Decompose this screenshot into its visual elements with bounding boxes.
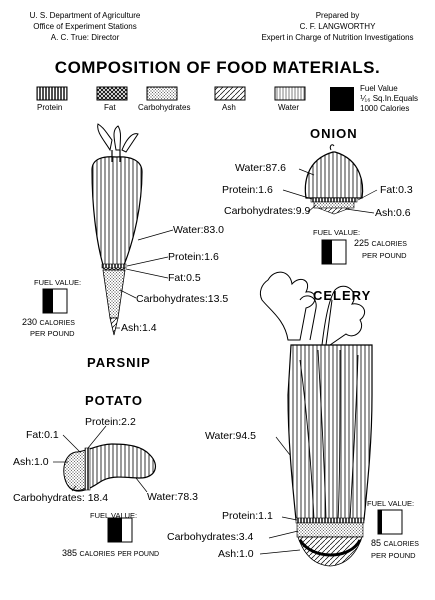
onion-water-label: Water:87.6	[235, 162, 286, 174]
legend-ash-label: Ash	[222, 103, 236, 112]
parsnip-water-label: Water:83.0	[173, 224, 224, 236]
header-left: U. S. Department of Agriculture Office o…	[10, 10, 160, 43]
parsnip-fat-label: Fat:0.5	[168, 272, 201, 284]
potato-water-label: Water:78.3	[147, 491, 198, 503]
onion-fuel-value: 225 CALORIES	[354, 238, 407, 248]
onion-illustration	[304, 144, 364, 215]
header-prepared-by: Prepared by	[315, 11, 360, 20]
onion-fat-label: Fat:0.3	[380, 184, 413, 196]
potato-fuel-value: 385 CALORIES PER POUND	[62, 548, 160, 558]
header-right: Prepared by C. F. LANGWORTHY Expert in C…	[245, 10, 430, 43]
legend-swatches	[36, 86, 354, 111]
celery-water-label: Water:94.5	[205, 430, 256, 442]
legend-fuel-note-line3: 1000 Calories	[360, 104, 410, 113]
legend-protein-swatch	[36, 86, 68, 101]
onion-fuel-per-pound: PER POUND	[362, 251, 407, 260]
potato-carbs-label: Carbohydrates: 18.4	[13, 492, 109, 504]
potato-ash-label: Ash:1.0	[13, 456, 49, 468]
parsnip-fuel-value: 230 CALORIES	[22, 317, 75, 327]
parsnip-illustration	[91, 123, 143, 336]
onion-ash-label: Ash:0.6	[375, 207, 411, 219]
header-author-title: Expert in Charge of Nutrition Investigat…	[261, 33, 414, 42]
legend-fuel-square	[330, 87, 354, 111]
celery-protein-label: Protein:1.1	[222, 510, 273, 522]
parsnip-name: PARSNIP	[87, 355, 151, 370]
parsnip-fuel-title: FUEL VALUE:	[34, 278, 82, 287]
legend-fuel-note-line2: ⅟₁₆ Sq.In.Equals	[360, 94, 419, 103]
celery-fuel-per-pound: PER POUND	[371, 551, 416, 560]
onion-fuel-title: FUEL VALUE:	[313, 228, 361, 237]
onion-carbs-label: Carbohydrates:9.9	[224, 205, 311, 217]
celery-fuel-title: FUEL VALUE:	[367, 499, 415, 508]
legend-water-label: Water	[278, 103, 300, 112]
onion-name: ONION	[310, 126, 358, 141]
header-author: C. F. LANGWORTHY	[299, 22, 376, 31]
celery-illustration	[259, 271, 373, 567]
legend-fat-swatch	[96, 86, 128, 101]
onion-protein-label: Protein:1.6	[222, 184, 273, 196]
legend-ash-swatch	[214, 86, 246, 101]
celery-carbs-label: Carbohydrates:3.4	[167, 531, 254, 543]
legend-carbohydrates-swatch	[146, 86, 178, 101]
celery-fuel-value: 85 CALORIES	[371, 538, 419, 548]
leader-lines	[53, 168, 378, 555]
legend-protein-label: Protein	[37, 103, 63, 112]
header-department: U. S. Department of Agriculture	[29, 11, 141, 20]
potato-illustration	[63, 443, 157, 492]
parsnip-carbs-label: Carbohydrates:13.5	[136, 293, 229, 305]
legend-fat-label: Fat	[104, 103, 116, 112]
parsnip-fuel-per-pound: PER POUND	[30, 329, 75, 338]
fuel-value-boxes	[42, 239, 403, 543]
legend-water-swatch	[274, 86, 306, 101]
potato-name: POTATO	[85, 393, 143, 408]
celery-name: CELERY	[313, 288, 372, 303]
legend-carbohydrates-label: Carbohydrates	[138, 103, 191, 112]
potato-protein-label: Protein:2.2	[85, 416, 136, 428]
potato-fat-label: Fat:0.1	[26, 429, 59, 441]
header-office: Office of Experiment Stations	[33, 22, 137, 31]
legend-fuel-note: Fuel Value ⅟₁₆ Sq.In.Equals 1000 Calorie…	[360, 84, 418, 114]
parsnip-protein-label: Protein:1.6	[168, 251, 219, 263]
header-director: A. C. True: Director	[50, 33, 120, 42]
page-title: COMPOSITION OF FOOD MATERIALS.	[54, 58, 381, 77]
parsnip-ash-label: Ash:1.4	[121, 322, 157, 334]
celery-ash-label: Ash:1.0	[218, 548, 254, 560]
potato-fuel-title: FUEL VALUE:	[90, 511, 138, 520]
legend-fuel-note-line1: Fuel Value	[360, 84, 398, 93]
